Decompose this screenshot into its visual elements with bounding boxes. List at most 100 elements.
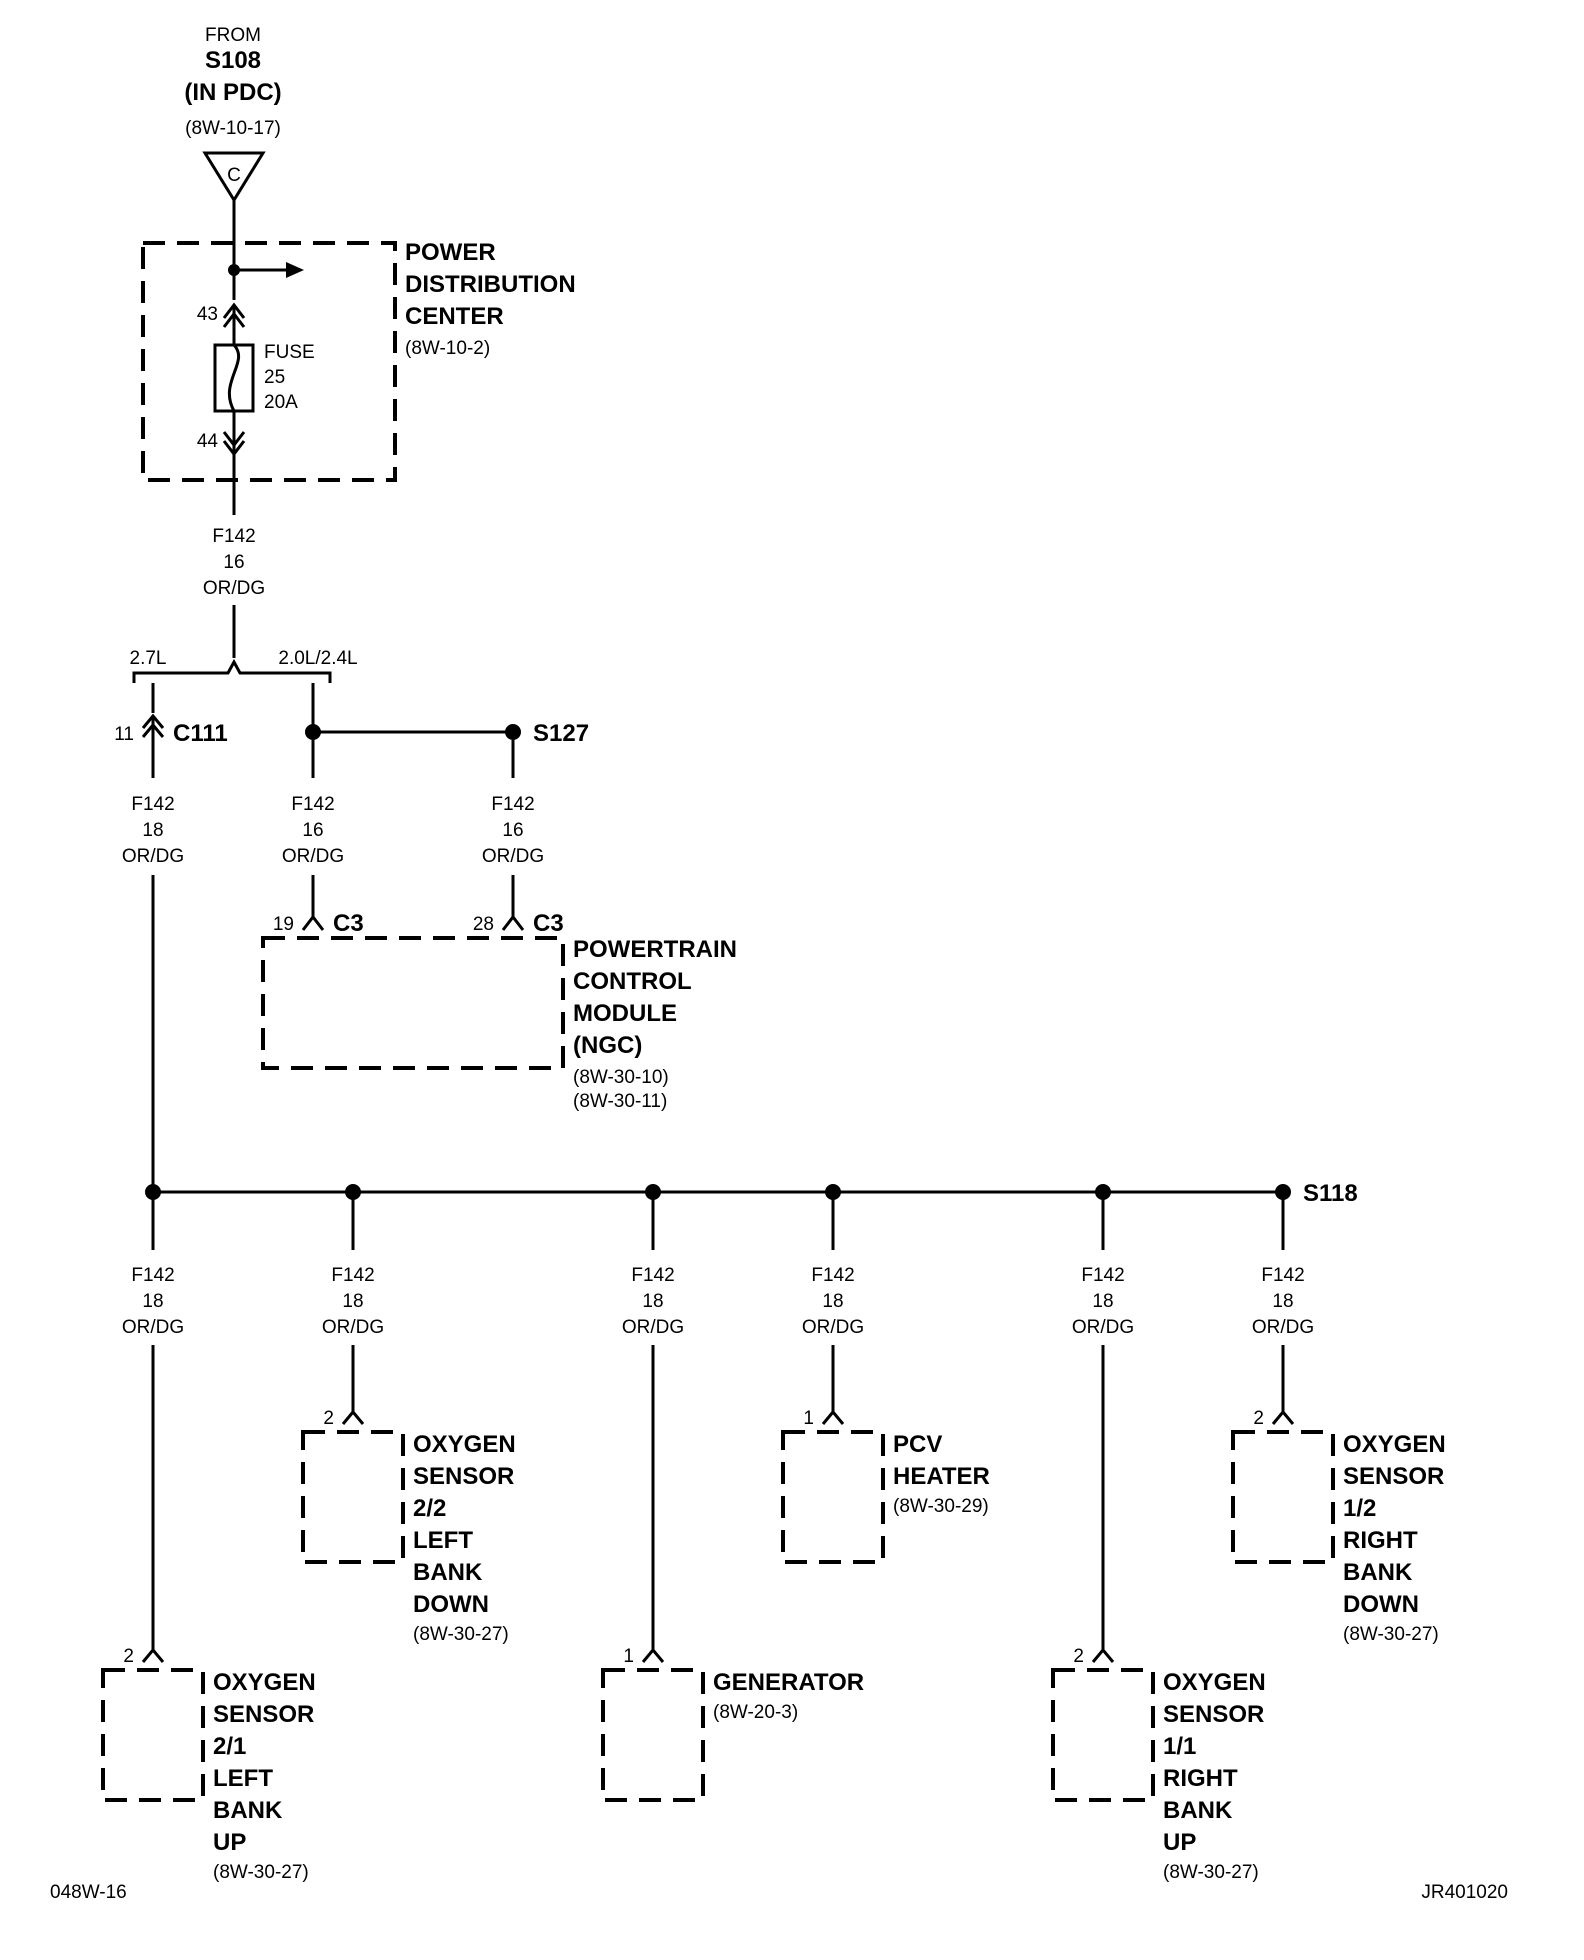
o2-sensor-1-2-pin: 2 [1253,1408,1264,1429]
o2-sensor-2-2-ref: (8W-30-27) [413,1624,509,1645]
o2-sensor-1-2-wire-gauge: 18 [1272,1291,1293,1312]
main-wire-gauge: 16 [223,552,244,573]
o2-sensor-2-1-ref: (8W-30-27) [213,1862,309,1883]
c111-wire-circuit: F142 [131,794,174,815]
o2-sensor-1-1-component-box [1051,1668,1155,1802]
o2-sensor-1-2-component-box [1231,1430,1335,1564]
pcm-ref-2: (8W-30-11) [573,1091,667,1112]
pcm-name-line-4: (NGC) [573,1032,642,1059]
pcv-heater-pin: 1 [803,1408,814,1429]
pcv-heater-name-line-2: HEATER [893,1463,990,1490]
main-wire-circuit: F142 [212,526,255,547]
o2-sensor-2-2-name-line-3: 2/2 [413,1495,446,1522]
fuse-label-line-2: 25 [264,367,285,388]
pcm-pin-28-chevron [501,914,525,931]
pcm-connector-19: C3 [333,910,364,937]
pcm-name-line-3: MODULE [573,1000,677,1027]
o2-sensor-1-2-ref: (8W-30-27) [1343,1624,1439,1645]
o2-sensor-1-1-name-line-3: 1/1 [1163,1733,1196,1760]
pcm-wire-19-gauge: 16 [302,820,323,841]
generator-wire-color: OR/DG [622,1317,684,1338]
o2-sensor-2-1-wire-color: OR/DG [122,1317,184,1338]
engine-option-bracket [132,658,332,683]
s127-right-dot [505,724,521,740]
o2-sensor-2-2-wire-gauge: 18 [342,1291,363,1312]
o2-sensor-1-1-ref: (8W-30-27) [1163,1862,1259,1883]
pdc-branch-arrowhead [286,262,304,278]
source-label: FROM S108 (IN PDC) (8W-10-17) [184,25,281,139]
o2-sensor-2-2-name-line-1: OXYGEN [413,1431,516,1458]
source-from-text: FROM [205,25,261,46]
c111-wire-gauge: 18 [142,820,163,841]
source-ref: (8W-10-17) [185,118,281,139]
fuse-label: FUSE 25 20A [264,342,315,413]
c111-pin: 11 [114,724,134,745]
pcv-heater-wire-gauge: 18 [822,1291,843,1312]
footer-right-code: JR401020 [1421,1882,1508,1903]
generator-wire-gauge: 18 [642,1291,663,1312]
o2-sensor-2-2-name-line-4: LEFT [413,1527,473,1554]
pcm-wire-19-circuit: F142 [291,794,334,815]
o2-sensor-2-1-wire-circuit: F142 [131,1265,174,1286]
pcm-wire-28-color: OR/DG [482,846,544,867]
o2-sensor-2-1-name-line-3: 2/1 [213,1733,246,1760]
source-connector-letter: C [227,165,241,186]
o2-sensor-1-1-name-line-1: OXYGEN [1163,1669,1266,1696]
o2-sensor-2-1-name-line-5: BANK [213,1797,283,1824]
pcm-box [261,936,565,1070]
generator-component-box [601,1668,705,1802]
generator-ref: (8W-20-3) [713,1702,798,1723]
pcv-heater-ref: (8W-30-29) [893,1496,989,1517]
o2-sensor-2-2-component-box [301,1430,405,1564]
c111-wire-color: OR/DG [122,846,184,867]
pcm-pin-28: 28 [473,914,494,935]
generator-pin: 1 [623,1646,634,1667]
o2-sensor-1-2-pin-chevron [1271,1409,1295,1425]
pdc-box [141,241,397,482]
o2-sensor-1-2-name-line-4: RIGHT [1343,1527,1418,1554]
o2-sensor-1-1-pin: 2 [1073,1646,1084,1667]
c111-name: C111 [173,720,228,747]
o2-sensor-1-1-name-line-2: SENSOR [1163,1701,1264,1728]
o2-sensor-1-2-name-line-5: BANK [1343,1559,1413,1586]
pcv-heater-pin-chevron [821,1409,845,1425]
s127-name: S127 [533,720,589,747]
o2-sensor-2-2-wire-circuit: F142 [331,1265,374,1286]
source-connector-triangle: C [202,151,266,203]
pcm-name-line-1: POWERTRAIN [573,936,737,963]
o2-sensor-1-2-name-line-1: OXYGEN [1343,1431,1446,1458]
engine-option-left: 2.7L [130,648,167,669]
pdc-name-line-1: POWER [405,239,496,266]
pdc-pin-in: 43 [197,304,218,325]
main-wire-label: F142 16 OR/DG [203,526,265,599]
o2-sensor-2-1-name-line-2: SENSOR [213,1701,314,1728]
o2-sensor-2-1-pin: 2 [123,1646,134,1667]
footer-left-code: 048W-16 [50,1882,127,1903]
c111-wire-label: F142 18 OR/DG [122,794,184,867]
o2-sensor-1-2-name-line-6: DOWN [1343,1591,1419,1618]
o2-sensor-2-2-pin-chevron [341,1409,365,1425]
o2-sensor-2-2-name-line-2: SENSOR [413,1463,514,1490]
pdc-name-line-3: CENTER [405,303,504,330]
pcm-wire-19-color: OR/DG [282,846,344,867]
pdc-label: POWER DISTRIBUTION CENTER (8W-10-2) [405,239,576,359]
source-splice-name: S108 [205,47,261,74]
main-wire-color: OR/DG [203,578,265,599]
pcv-heater-wire-color: OR/DG [802,1317,864,1338]
o2-sensor-1-2-name-line-2: SENSOR [1343,1463,1444,1490]
pcm-wire-28-gauge: 16 [502,820,523,841]
o2-sensor-2-2-name-line-5: BANK [413,1559,483,1586]
o2-sensor-1-1-pin-chevron [1091,1647,1115,1663]
pdc-name-line-2: DISTRIBUTION [405,271,576,298]
o2-sensor-2-2-wire-color: OR/DG [322,1317,384,1338]
branch-group: F14218OR/DG2OXYGENSENSOR2/1LEFTBANKUP(8W… [101,1184,1446,1883]
o2-sensor-1-1-wire-gauge: 18 [1092,1291,1113,1312]
pcm-connector-28: C3 [533,910,564,937]
pcm-name-line-2: CONTROL [573,968,692,995]
o2-sensor-2-1-component-box [101,1668,205,1802]
pcm-label: POWERTRAIN CONTROL MODULE (NGC) (8W-30-1… [573,936,737,1112]
fuse-symbol [213,343,255,413]
pcm-pin-19: 19 [273,914,294,935]
pdc-output-chevron [222,431,246,457]
